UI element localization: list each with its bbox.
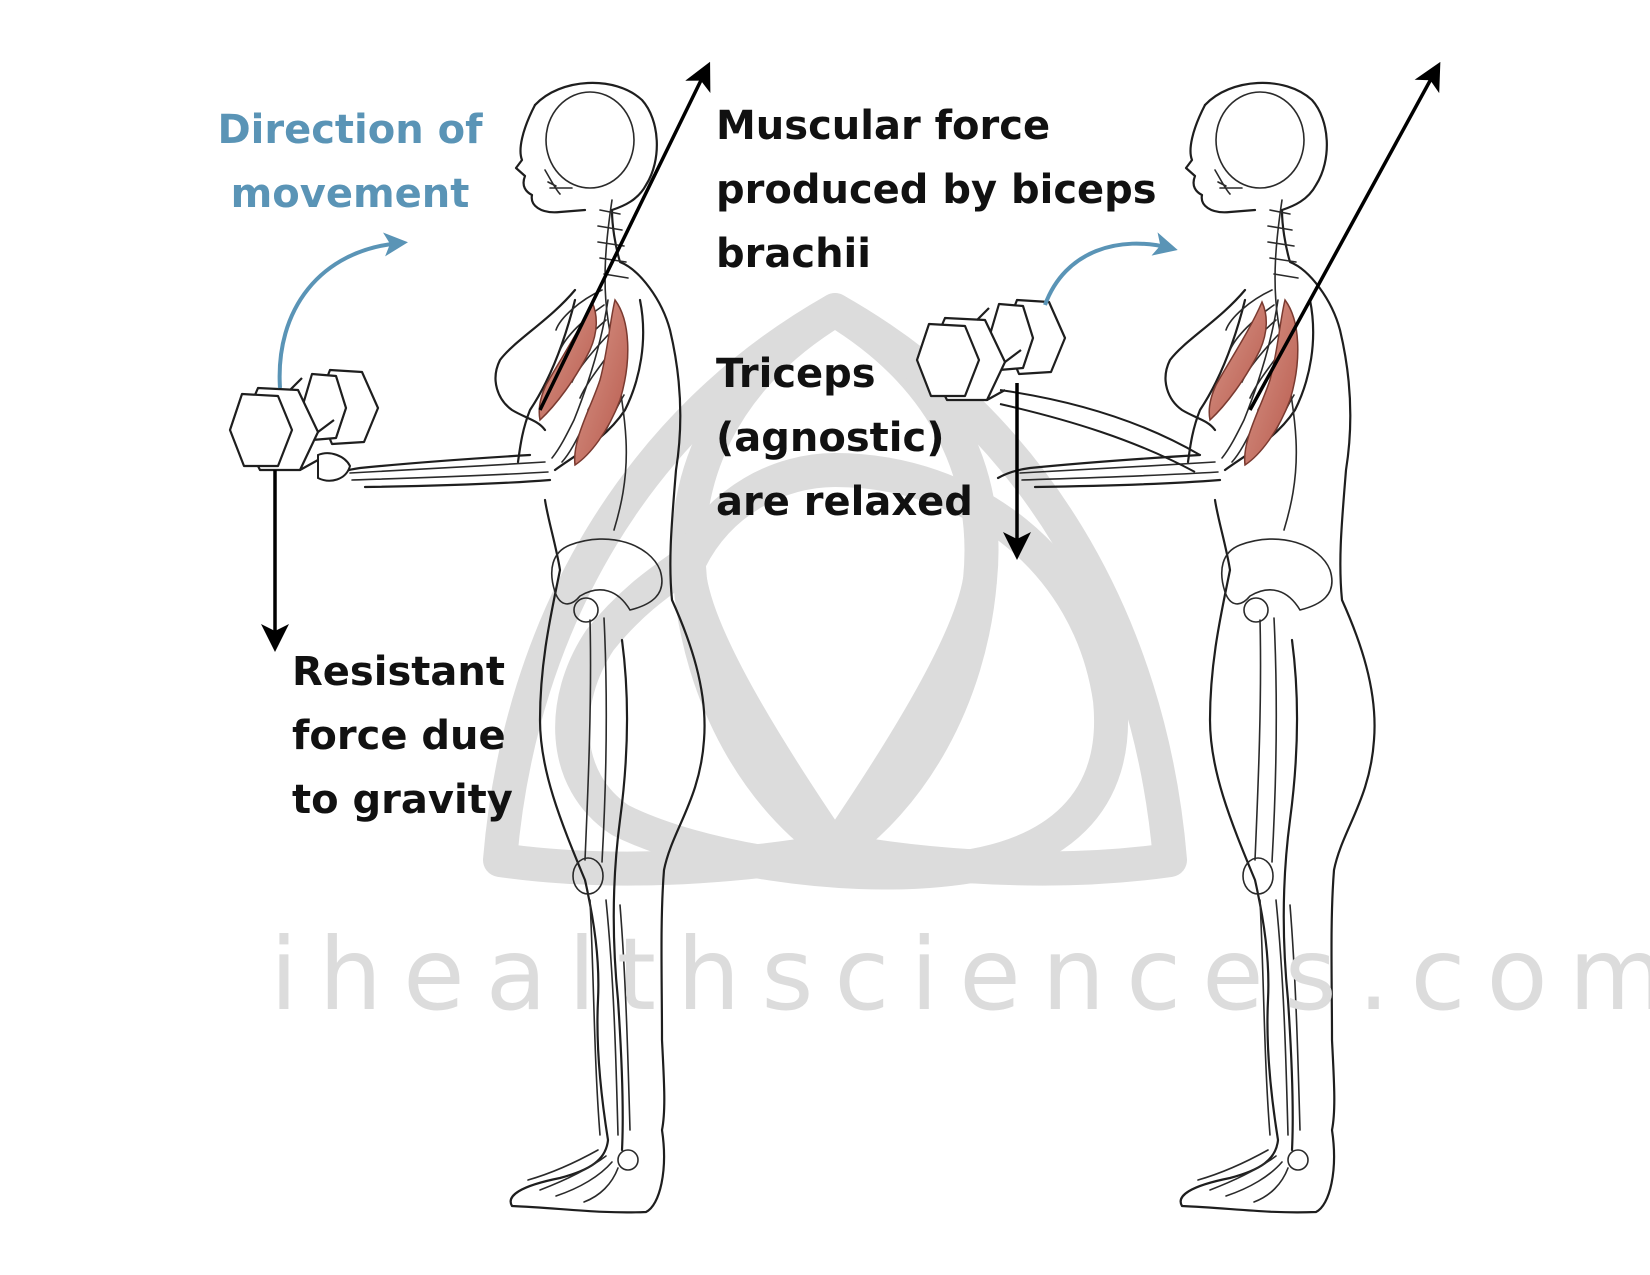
resistant-label-line-2: force due	[292, 713, 506, 759]
muscular-label-line-2: produced by biceps	[716, 167, 1157, 213]
right-figure	[915, 81, 1376, 1214]
left-dumbbell	[228, 368, 380, 472]
triceps-label-line-2: (agnostic)	[716, 415, 945, 461]
resistant-force-label: Resistant force due to gravity	[292, 640, 513, 832]
left-figure	[228, 81, 706, 1214]
resistant-label-line-3: to gravity	[292, 777, 513, 823]
muscular-label-line-3: brachii	[716, 231, 871, 277]
direction-of-movement-label: Direction of movement	[200, 98, 500, 226]
right-forearm	[999, 389, 1201, 473]
movement-arrow-right	[1043, 232, 1178, 306]
direction-label-line-1: Direction of	[217, 107, 483, 153]
muscular-label-line-1: Muscular force	[716, 103, 1051, 149]
direction-label-line-2: movement	[230, 171, 470, 217]
muscular-force-arrow-left	[538, 61, 711, 411]
movement-arrow-left	[277, 232, 408, 389]
watermark-loop-left	[483, 295, 852, 886]
triceps-label-line-1: Triceps	[716, 351, 876, 397]
watermark-circle	[555, 453, 1129, 890]
muscular-force-label: Muscular force produced by biceps brachi…	[716, 94, 1157, 286]
triceps-label-line-3: are relaxed	[716, 479, 973, 525]
muscular-force-arrow-right	[1248, 61, 1441, 411]
resistant-label-line-1: Resistant	[292, 649, 505, 695]
watermark-text: ihealthsciences.com	[270, 916, 1650, 1033]
right-figure-biceps-muscle	[1208, 299, 1299, 466]
left-hand	[317, 452, 352, 482]
triceps-label: Triceps (agnostic) are relaxed	[716, 342, 973, 534]
